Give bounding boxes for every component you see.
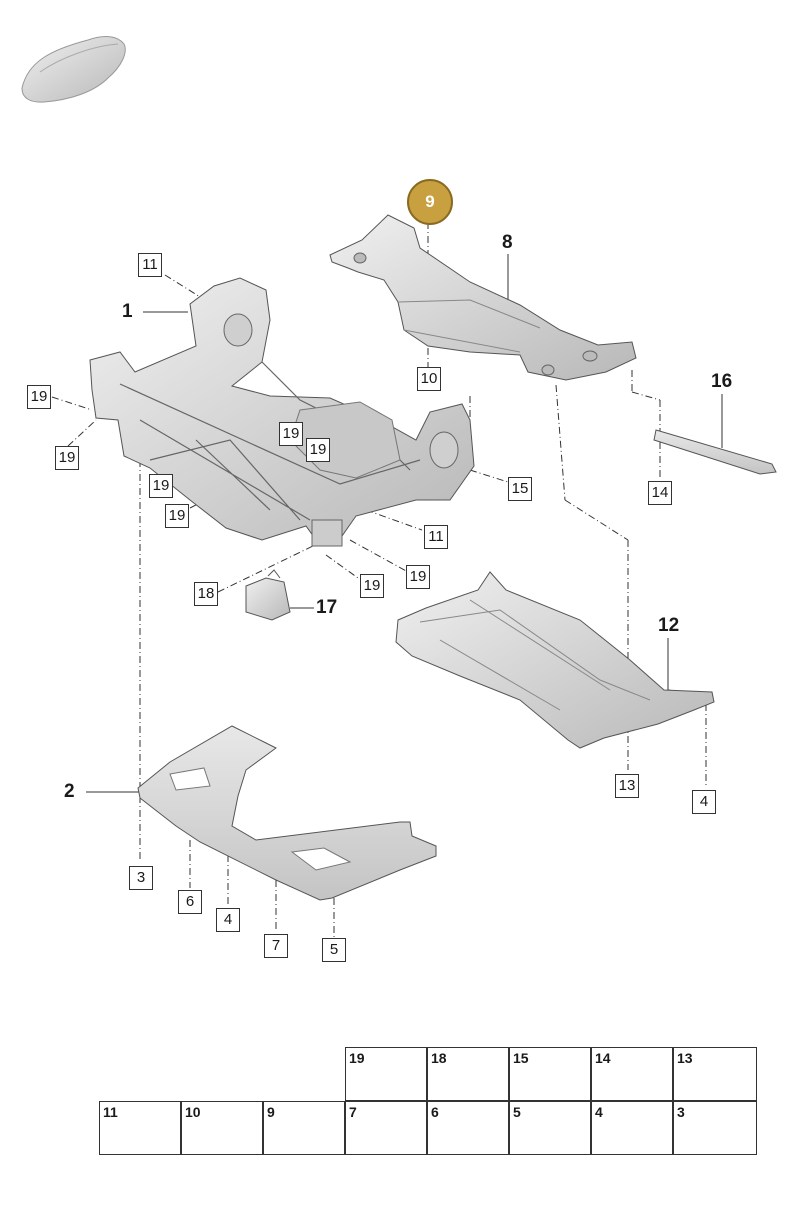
underbody-panel-part-12: [395, 571, 715, 749]
label-part-17: 17: [316, 597, 338, 618]
legend-cell-7[interactable]: 7: [345, 1101, 427, 1155]
legend-number: 14: [595, 1050, 611, 1066]
legend-cell-6[interactable]: 6: [427, 1101, 509, 1155]
label-part-12: 12: [658, 615, 680, 636]
callout-19: 19: [406, 565, 430, 589]
highlighted-callout-9[interactable]: 9: [407, 179, 453, 225]
legend-number: 10: [185, 1104, 201, 1120]
legend-number: 18: [431, 1050, 447, 1066]
callout-19: 19: [165, 504, 189, 528]
legend-number: 11: [103, 1104, 118, 1120]
callout-15: 15: [508, 477, 532, 501]
callout-19: 19: [55, 446, 79, 470]
legend-cell-15[interactable]: 15: [509, 1047, 591, 1101]
callout-19: 19: [360, 574, 384, 598]
leader-lines: [51, 222, 707, 938]
callout-19: 19: [279, 422, 303, 446]
callout-18: 18: [194, 582, 218, 606]
callout-19: 19: [306, 438, 330, 462]
legend-cell-14[interactable]: 14: [591, 1047, 673, 1101]
callout-19: 19: [149, 474, 173, 498]
legend-cell-18[interactable]: 18: [427, 1047, 509, 1101]
callout-4: 4: [216, 908, 240, 932]
label-part-2: 2: [64, 781, 75, 802]
callout-7: 7: [264, 934, 288, 958]
callout-10: 10: [417, 367, 441, 391]
damper-part-17: [245, 569, 291, 621]
callout-6: 6: [178, 890, 202, 914]
legend-cell-11[interactable]: 11: [99, 1101, 181, 1155]
callout-14: 14: [648, 481, 672, 505]
legend-number: 6: [431, 1104, 439, 1120]
car-thumbnail-icon: [21, 36, 126, 103]
callout-11: 11: [138, 253, 162, 277]
legend-number: 15: [513, 1050, 529, 1066]
legend-number: 9: [267, 1104, 275, 1120]
legend-cell-9[interactable]: 9: [263, 1101, 345, 1155]
cross-member-part-8: [329, 214, 637, 381]
shear-plate-part-2: [137, 725, 437, 901]
callout-5: 5: [322, 938, 346, 962]
legend-cell-3[interactable]: 3: [673, 1101, 757, 1155]
label-part-1: 1: [122, 301, 133, 322]
legend-number: 19: [349, 1050, 365, 1066]
callout-13: 13: [615, 774, 639, 798]
legend-number: 4: [595, 1104, 603, 1120]
label-part-8: 8: [502, 232, 513, 253]
callout-4: 4: [692, 790, 716, 814]
callout-19: 19: [27, 385, 51, 409]
label-part-16: 16: [711, 371, 733, 392]
legend-cell-13[interactable]: 13: [673, 1047, 757, 1101]
callout-3: 3: [129, 866, 153, 890]
strip-part-16: [653, 429, 777, 475]
callout-11: 11: [424, 525, 448, 549]
legend-number: 3: [677, 1104, 685, 1120]
legend-cell-4[interactable]: 4: [591, 1101, 673, 1155]
legend-cell-5[interactable]: 5: [509, 1101, 591, 1155]
legend-number: 13: [677, 1050, 693, 1066]
legend-number: 7: [349, 1104, 357, 1120]
legend-number: 5: [513, 1104, 521, 1120]
legend-cell-10[interactable]: 10: [181, 1101, 263, 1155]
legend-cell-19[interactable]: 19: [345, 1047, 427, 1101]
